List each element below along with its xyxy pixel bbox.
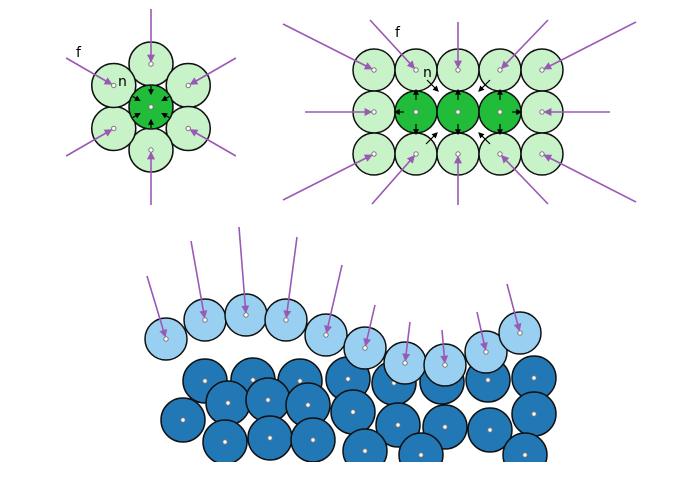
particle-center-dot <box>250 377 256 383</box>
external-force-arrow <box>476 311 488 351</box>
particle-center-dot <box>442 362 448 368</box>
normal-force-arrow <box>425 132 438 145</box>
normal-force-arrow <box>132 112 141 119</box>
normal-force-arrow <box>478 132 491 145</box>
particle-center-dot <box>497 151 503 157</box>
particle-center-dot <box>185 125 191 132</box>
particle-center-dot <box>148 61 154 67</box>
particle-center-dot <box>402 360 408 366</box>
normal-force-arrow <box>161 112 170 119</box>
particle-center-dot <box>202 317 208 323</box>
particle-center-dot <box>111 82 117 89</box>
normal-force-arrow <box>426 79 439 92</box>
particle-center-dot <box>487 427 493 433</box>
particle-center-dot <box>362 345 368 351</box>
particle-center-dot <box>148 147 154 153</box>
right-normal-label: n <box>423 65 432 81</box>
particle-center-dot <box>539 151 545 157</box>
particle-center-dot <box>531 375 537 381</box>
particle-center-dot <box>413 67 419 73</box>
particle-center-dot <box>163 336 169 342</box>
bottom-particle-pile <box>144 226 557 462</box>
dark-blue-particle <box>342 428 388 462</box>
particle-center-dot <box>539 109 545 115</box>
dark-blue-particle <box>502 432 548 462</box>
particle-center-dot <box>455 67 461 73</box>
left-force-label: f <box>76 45 82 61</box>
external-force-arrow <box>363 304 376 347</box>
external-force-arrow <box>282 154 373 201</box>
particle-center-dot <box>371 151 377 157</box>
particle-center-dot <box>483 349 489 355</box>
normal-force-arrow <box>161 95 170 102</box>
external-force-arrow <box>190 240 208 319</box>
left-normal-label: n <box>118 74 127 90</box>
external-force-arrow <box>324 264 343 334</box>
external-force-arrow <box>371 155 416 205</box>
particle-center-dot <box>395 422 401 428</box>
external-force-arrow <box>440 329 449 364</box>
particle-center-dot <box>497 109 503 115</box>
particle-center-dot <box>202 378 208 384</box>
particle-center-dot <box>413 109 419 115</box>
particle-center-dot <box>350 409 356 415</box>
normal-force-arrow <box>132 95 141 102</box>
particle-center-dot <box>180 417 186 423</box>
external-force-arrow <box>543 154 637 203</box>
particle-center-dot <box>310 437 316 443</box>
external-force-arrow <box>283 236 298 319</box>
particle-center-dot <box>455 109 461 115</box>
external-force-arrow <box>189 57 237 85</box>
external-force-arrow <box>543 21 637 70</box>
particle-center-dot <box>267 435 273 441</box>
particle-center-dot <box>413 151 419 157</box>
particle-center-dot <box>243 312 249 318</box>
dark-blue-particle <box>398 432 444 462</box>
particle-center-dot <box>517 330 523 336</box>
external-force-arrow <box>500 19 549 69</box>
particle-center-dot <box>362 448 368 454</box>
external-force-arrow <box>189 129 237 157</box>
particle-center-dot <box>522 452 528 458</box>
particle-center-dot <box>345 376 351 382</box>
particle-center-dot <box>265 397 271 403</box>
particle-center-dot <box>283 317 289 323</box>
particle-center-dot <box>323 332 329 338</box>
particle-center-dot <box>148 104 154 110</box>
external-force-arrow <box>402 321 411 362</box>
left-hexagonal-cluster <box>65 9 237 205</box>
right-rectangular-cluster <box>282 19 637 205</box>
particle-center-dot <box>497 67 503 73</box>
normal-force-arrow <box>478 79 491 92</box>
particle-center-dot <box>455 151 461 157</box>
external-force-arrow <box>506 283 522 332</box>
particle-center-dot <box>371 67 377 73</box>
external-force-arrow <box>238 226 250 314</box>
particle-center-dot <box>297 378 303 384</box>
external-force-arrow <box>146 275 168 338</box>
particle-center-dot <box>371 109 377 115</box>
particle-center-dot <box>185 82 191 89</box>
particle-center-dot <box>531 411 537 417</box>
external-force-arrow <box>369 19 416 69</box>
particle-center-dot <box>442 424 448 430</box>
external-force-arrow <box>500 155 549 205</box>
external-force-arrow <box>65 129 113 157</box>
particle-center-dot <box>305 402 311 408</box>
particle-center-dot <box>539 67 545 73</box>
particle-center-dot <box>225 400 231 406</box>
external-force-arrow <box>65 57 113 85</box>
particle-center-dot <box>222 439 228 445</box>
particle-center-dot <box>111 125 117 132</box>
external-force-arrow <box>282 23 373 70</box>
particle-center-dot <box>418 452 424 458</box>
right-force-label: f <box>395 25 401 41</box>
particle-center-dot <box>485 377 491 383</box>
